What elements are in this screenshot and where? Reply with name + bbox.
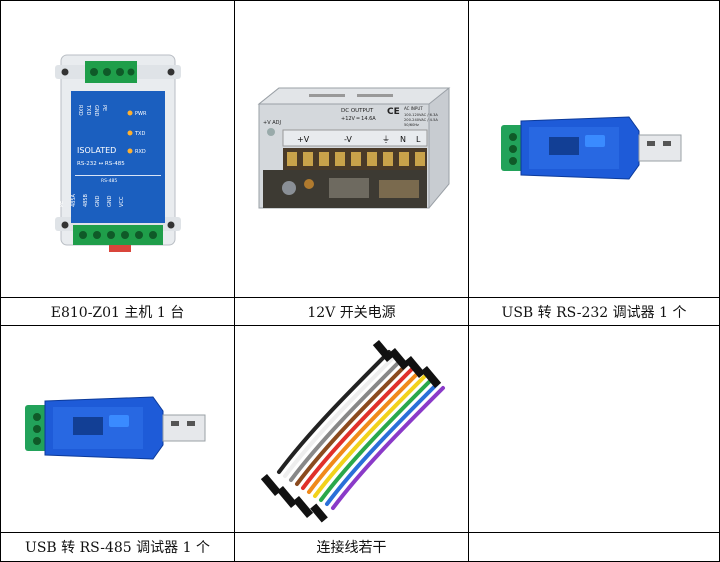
terminal-label: L (416, 135, 421, 144)
isolated-label: ISOLATED (77, 146, 116, 155)
pin-label: 485B (83, 193, 89, 207)
usb-plug-icon (162, 414, 205, 442)
protocol-label: RS-232 ↔ RS-485 (77, 161, 125, 167)
output-spec: +12V ═ 14.6A (341, 116, 376, 122)
cell-usb232-image (468, 0, 720, 298)
bottom-header: RS-485 (101, 178, 117, 184)
terminal-label: +V (297, 135, 310, 144)
input-line: 100-120VAC / 6.3A (404, 113, 438, 117)
led-icon (127, 130, 132, 135)
led-label: PWR (135, 111, 147, 117)
led-label: RXD (135, 149, 146, 155)
pin-label: PE (101, 105, 107, 111)
terminal-label: N (400, 135, 406, 144)
jumper-wires-image (260, 340, 445, 523)
led-label: TXD (134, 131, 145, 137)
pin-label: TXD (85, 104, 91, 115)
caption-cell: USB 转 RS-485 调试器 1 个 (0, 532, 235, 562)
pin-label: PE (59, 200, 65, 206)
input-line: 50/60Hz (404, 123, 419, 127)
pin-label: 485A (71, 193, 77, 207)
caption-cell: E810-Z01 主机 1 台 (0, 297, 235, 326)
pin-label: GND (93, 105, 99, 117)
caption-cell (468, 532, 720, 562)
caption-cables: 连接线若干 (316, 540, 387, 556)
pin-label: VCC (119, 196, 125, 207)
caption-usb-rs485: USB 转 RS-485 调试器 1 个 (25, 540, 210, 556)
adj-label: +V ADJ (263, 120, 281, 126)
input-title: AC INPUT (404, 106, 423, 111)
caption-cell: 连接线若干 (234, 532, 469, 562)
output-title: DC OUTPUT (341, 108, 374, 114)
pin-label: GND (95, 195, 101, 207)
terminal-label: -V (344, 135, 352, 144)
usb-plug-icon (638, 134, 682, 162)
psu-image: +V ADJ DC OUTPUT +12V ═ 14.6A CE AC INPU… (257, 87, 451, 209)
cell-e810-image: RXD TXD GND PE PWR TXD RXD ISOLATED RS-2… (0, 0, 235, 298)
caption-psu: 12V 开关电源 (307, 304, 396, 321)
cell-psu-image: +V ADJ DC OUTPUT +12V ═ 14.6A CE AC INPU… (234, 0, 469, 298)
ce-mark-icon: CE (387, 107, 400, 117)
cell-cables-image (234, 325, 469, 533)
input-line: 200-240VAC / 4.5A (404, 118, 438, 122)
terminal-label: ⏚ (382, 135, 390, 144)
caption-cell: USB 转 RS-232 调试器 1 个 (468, 297, 720, 326)
caption-cell: 12V 开关电源 (234, 297, 469, 326)
led-icon (127, 110, 132, 115)
adjust-knob-icon (267, 128, 275, 136)
caption-e810: E810-Z01 主机 1 台 (50, 304, 185, 321)
usb-rs485-debugger-image (24, 396, 205, 460)
empty-cell (468, 325, 720, 533)
pin-label: RXD (77, 105, 83, 116)
cell-usb485-image (0, 325, 235, 533)
led-icon (127, 148, 132, 153)
pin-label: GND (107, 195, 113, 207)
usb-rs232-debugger-image (501, 116, 682, 180)
caption-usb-rs232: USB 转 RS-232 调试器 1 个 (501, 304, 687, 321)
e810-module-image: RXD TXD GND PE PWR TXD RXD ISOLATED RS-2… (54, 54, 181, 252)
